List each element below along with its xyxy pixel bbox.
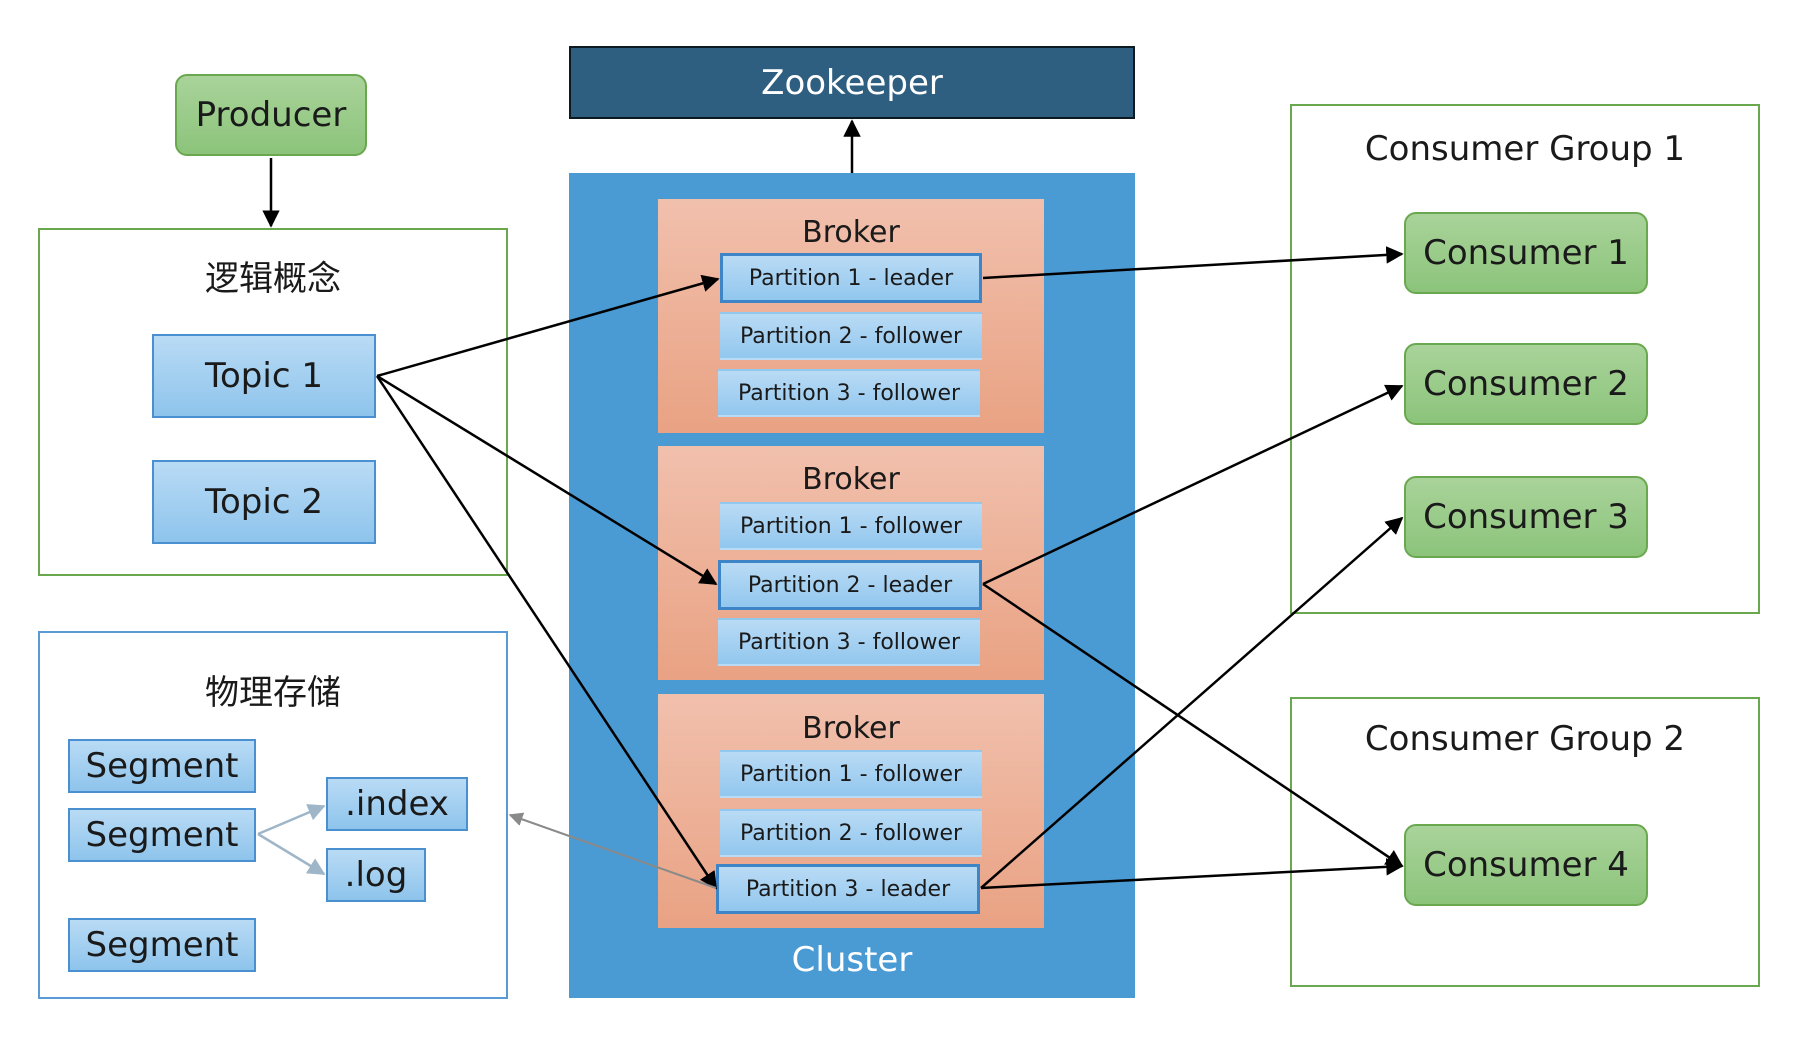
consumer-2-node: Consumer 2 [1404, 343, 1648, 425]
consumer-4-node: Consumer 4 [1404, 824, 1648, 906]
producer-node: Producer [175, 74, 367, 156]
topic-2-label: Topic 2 [205, 482, 323, 522]
broker-1-partition-2: Partition 2 - follower [720, 312, 982, 360]
cluster-label: Cluster [791, 940, 913, 980]
broker-1-partition-1: Partition 1 - leader [720, 253, 982, 303]
broker-2-partition-2: Partition 2 - leader [718, 560, 982, 610]
index-file-label: .index [345, 784, 449, 824]
broker-1-partition-3: Partition 3 - follower [718, 369, 980, 417]
logical-concept-title: 逻辑概念 [205, 258, 341, 299]
broker-1-label: Broker [802, 214, 900, 250]
segment-1-node: Segment [68, 739, 256, 793]
segment-3-node: Segment [68, 918, 256, 972]
broker-3-partition-2: Partition 2 - follower [720, 809, 982, 857]
consumer-group-2-title: Consumer Group 2 [1364, 719, 1686, 759]
consumer-3-label: Consumer 3 [1423, 497, 1629, 537]
segment-1-label: Segment [85, 746, 239, 786]
consumer-4-label: Consumer 4 [1423, 845, 1629, 885]
consumer-1-node: Consumer 1 [1404, 212, 1648, 294]
broker-3-partition-3: Partition 3 - leader [716, 864, 980, 914]
physical-storage-title: 物理存储 [205, 672, 341, 713]
topic-2-node: Topic 2 [152, 460, 376, 544]
broker-3-label: Broker [802, 710, 900, 746]
topic-1-label: Topic 1 [205, 356, 323, 396]
segment-2-label: Segment [85, 815, 239, 855]
broker-3-partition-1: Partition 1 - follower [720, 750, 982, 798]
producer-label: Producer [195, 95, 347, 135]
consumer-2-label: Consumer 2 [1423, 364, 1629, 404]
broker-2-label: Broker [802, 461, 900, 497]
consumer-group-1-title: Consumer Group 1 [1364, 129, 1686, 169]
segment-3-label: Segment [85, 925, 239, 965]
consumer-1-label: Consumer 1 [1423, 233, 1629, 273]
zookeeper-node: Zookeeper [569, 46, 1135, 119]
log-file-label: .log [344, 855, 408, 895]
zookeeper-label: Zookeeper [761, 62, 943, 103]
broker-2-partition-3: Partition 3 - follower [718, 618, 980, 666]
consumer-group-1-panel [1290, 104, 1760, 614]
topic-1-node: Topic 1 [152, 334, 376, 418]
segment-2-node: Segment [68, 808, 256, 862]
log-file-node: .log [326, 848, 426, 902]
broker-2-partition-1: Partition 1 - follower [720, 502, 982, 550]
index-file-node: .index [326, 777, 468, 831]
consumer-3-node: Consumer 3 [1404, 476, 1648, 558]
